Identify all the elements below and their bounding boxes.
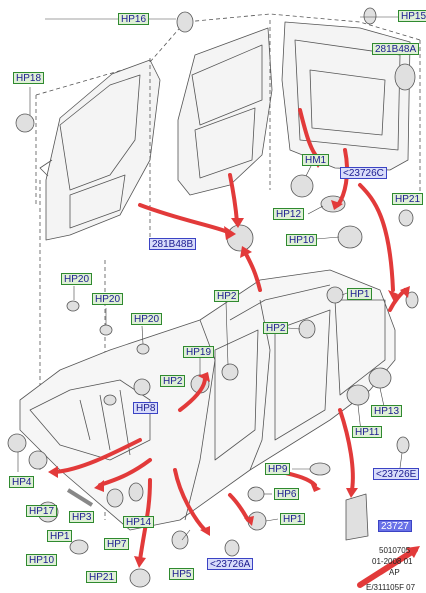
callout-hp1-right: HP1: [347, 288, 373, 300]
plug-hp13-b: [346, 384, 370, 406]
callout-hp21-right: HP21: [392, 193, 424, 205]
callout-hp15: HP15: [398, 10, 426, 22]
arrow-frontdoor: [138, 203, 230, 234]
plug-hp15: [363, 7, 377, 25]
plug-23726a: [224, 539, 240, 557]
callout-281b48a: 281B48A: [372, 43, 420, 55]
callout-hp11: HP11: [352, 426, 383, 438]
plug-hp21-rear: [405, 291, 419, 309]
callout-hp4: HP4: [9, 476, 35, 488]
plug-hp17: [28, 450, 48, 470]
arrow-hp12: [336, 148, 349, 207]
callout-hp2-left: HP2: [160, 375, 186, 387]
arrow-left-mid: [53, 438, 142, 474]
plugs: [7, 7, 419, 588]
plug-hp1-right: [326, 286, 344, 304]
callout-23726e: <23726E: [373, 468, 420, 480]
plug-hp20-b: [99, 324, 113, 336]
plug-hp2-top: [221, 363, 239, 381]
callout-hp5: HP5: [169, 568, 195, 580]
callout-23726a: <23726A: [207, 558, 254, 570]
guide-lines: [39, 20, 271, 520]
arrow-sill: [228, 493, 250, 522]
callout-hp21-bot: HP21: [86, 571, 118, 583]
ref-line-2: 01-2008 01: [372, 557, 413, 566]
callout-23726c: <23726C: [340, 167, 387, 179]
callout-hp1-bot: HP1: [280, 513, 306, 525]
plug-hp21-right: [398, 209, 414, 227]
callout-hp9: HP9: [265, 463, 291, 475]
callout-hp20-a: HP20: [61, 273, 93, 285]
plug-hp18: [15, 113, 35, 133]
callout-hp18: HP18: [13, 72, 45, 84]
door-group-frame-sides: [35, 40, 421, 205]
arrow-rear-up: [358, 183, 395, 292]
plug-hp2-left: [133, 378, 151, 396]
liftgate: [281, 21, 411, 171]
plug-hm1: [290, 174, 314, 198]
plug-hp4: [7, 433, 27, 453]
callout-hp7: HP7: [104, 538, 130, 550]
plug-23726e: [396, 436, 410, 454]
plug-hp14-a: [128, 482, 144, 502]
callout-23727: 23727: [378, 520, 412, 532]
plug-hp21-bot: [129, 568, 151, 588]
plug-hp10-bot: [69, 539, 89, 555]
red-arrows: [53, 108, 418, 588]
callout-hp14: HP14: [123, 516, 155, 528]
plug-hp3: [66, 488, 94, 507]
arrow-rear-quarter: [338, 408, 355, 492]
callout-hp2-mid: HP2: [263, 322, 289, 334]
plug-hp16: [176, 11, 194, 33]
plug-hp5: [171, 530, 189, 550]
callout-hp16: HP16: [118, 13, 150, 25]
plug-281b48a: [394, 63, 416, 91]
callout-hp3: HP3: [69, 511, 95, 523]
arrow-bottom: [173, 468, 207, 532]
front-door: [39, 59, 161, 241]
plug-hp2-mid: [298, 319, 316, 339]
rear-door: [177, 27, 273, 196]
arrow-pillar: [178, 376, 207, 412]
callout-281b48b: 281B48B: [149, 238, 197, 250]
callout-hm1: HM1: [302, 154, 330, 166]
ref-line-3: AP: [389, 568, 400, 577]
plug-hp8: [103, 394, 117, 406]
callout-hp10-bot: HP10: [26, 554, 58, 566]
callout-hp1-left: HP1: [47, 530, 73, 542]
callout-hp2-top: HP2: [214, 290, 240, 302]
callout-hp20-c: HP20: [131, 313, 163, 325]
plug-hp10: [337, 225, 363, 249]
panel-23727: [345, 493, 369, 541]
callout-hp12: HP12: [273, 208, 305, 220]
ref-line-1: 5010705: [379, 546, 411, 555]
callout-hp13: HP13: [371, 405, 403, 417]
arrow-body-up: [243, 250, 262, 292]
callout-hp6: HP6: [274, 488, 300, 500]
callout-hp19: HP19: [183, 346, 215, 358]
plug-281b48b: [226, 224, 254, 252]
arrow-pointer: [357, 547, 418, 588]
plug-hp9: [309, 462, 331, 476]
callout-hp8: HP8: [133, 402, 159, 414]
plug-hp13-a: [368, 367, 392, 389]
callout-hp10-mid: HP10: [286, 234, 318, 246]
plug-hp14-b: [106, 488, 124, 508]
plug-hp20-a: [66, 300, 80, 312]
plug-hp6: [247, 486, 265, 502]
callout-hp20-b: HP20: [92, 293, 124, 305]
plug-hp20-c: [136, 343, 150, 355]
ref-line-4: E/311105F 07: [366, 583, 416, 592]
callout-hp17: HP17: [26, 505, 58, 517]
